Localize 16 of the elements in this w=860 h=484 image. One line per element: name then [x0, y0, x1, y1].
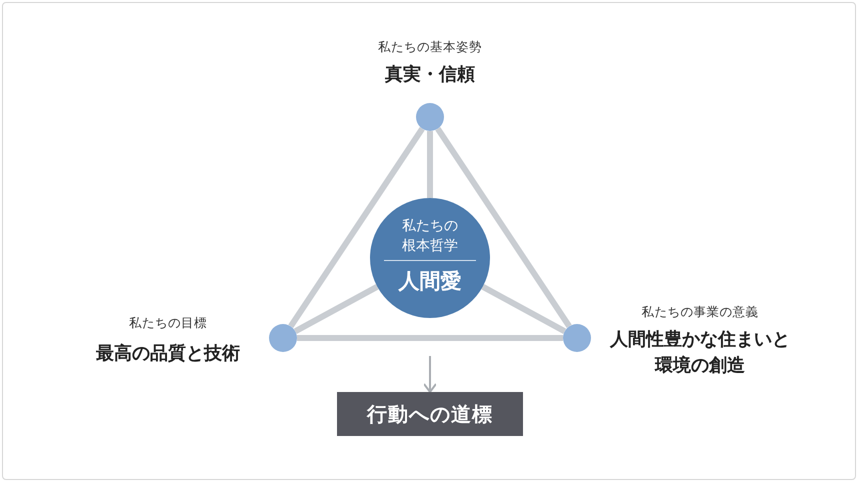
heading: 人間性豊かな住まいと環境の創造: [609, 328, 791, 378]
connector-line: [288, 127, 425, 328]
circle-subtitle: 私たちの根本哲学: [401, 217, 459, 256]
connector-line: [294, 284, 379, 334]
connector-line: [297, 335, 563, 341]
subheading: 私たちの目標: [128, 314, 208, 332]
heading: 真実・信頼: [384, 63, 476, 87]
connector-line: [427, 131, 433, 198]
circle-title: 人間愛: [397, 268, 462, 295]
heading: 最高の品質と技術: [95, 342, 241, 366]
connector-line: [435, 127, 572, 328]
subheading: 私たちの事業の意義: [640, 303, 760, 321]
connector-line: [481, 284, 566, 334]
signpost-box: 行動への道標: [337, 392, 523, 436]
subheading: 私たちの基本姿勢: [377, 38, 483, 56]
arrow: [423, 356, 437, 393]
